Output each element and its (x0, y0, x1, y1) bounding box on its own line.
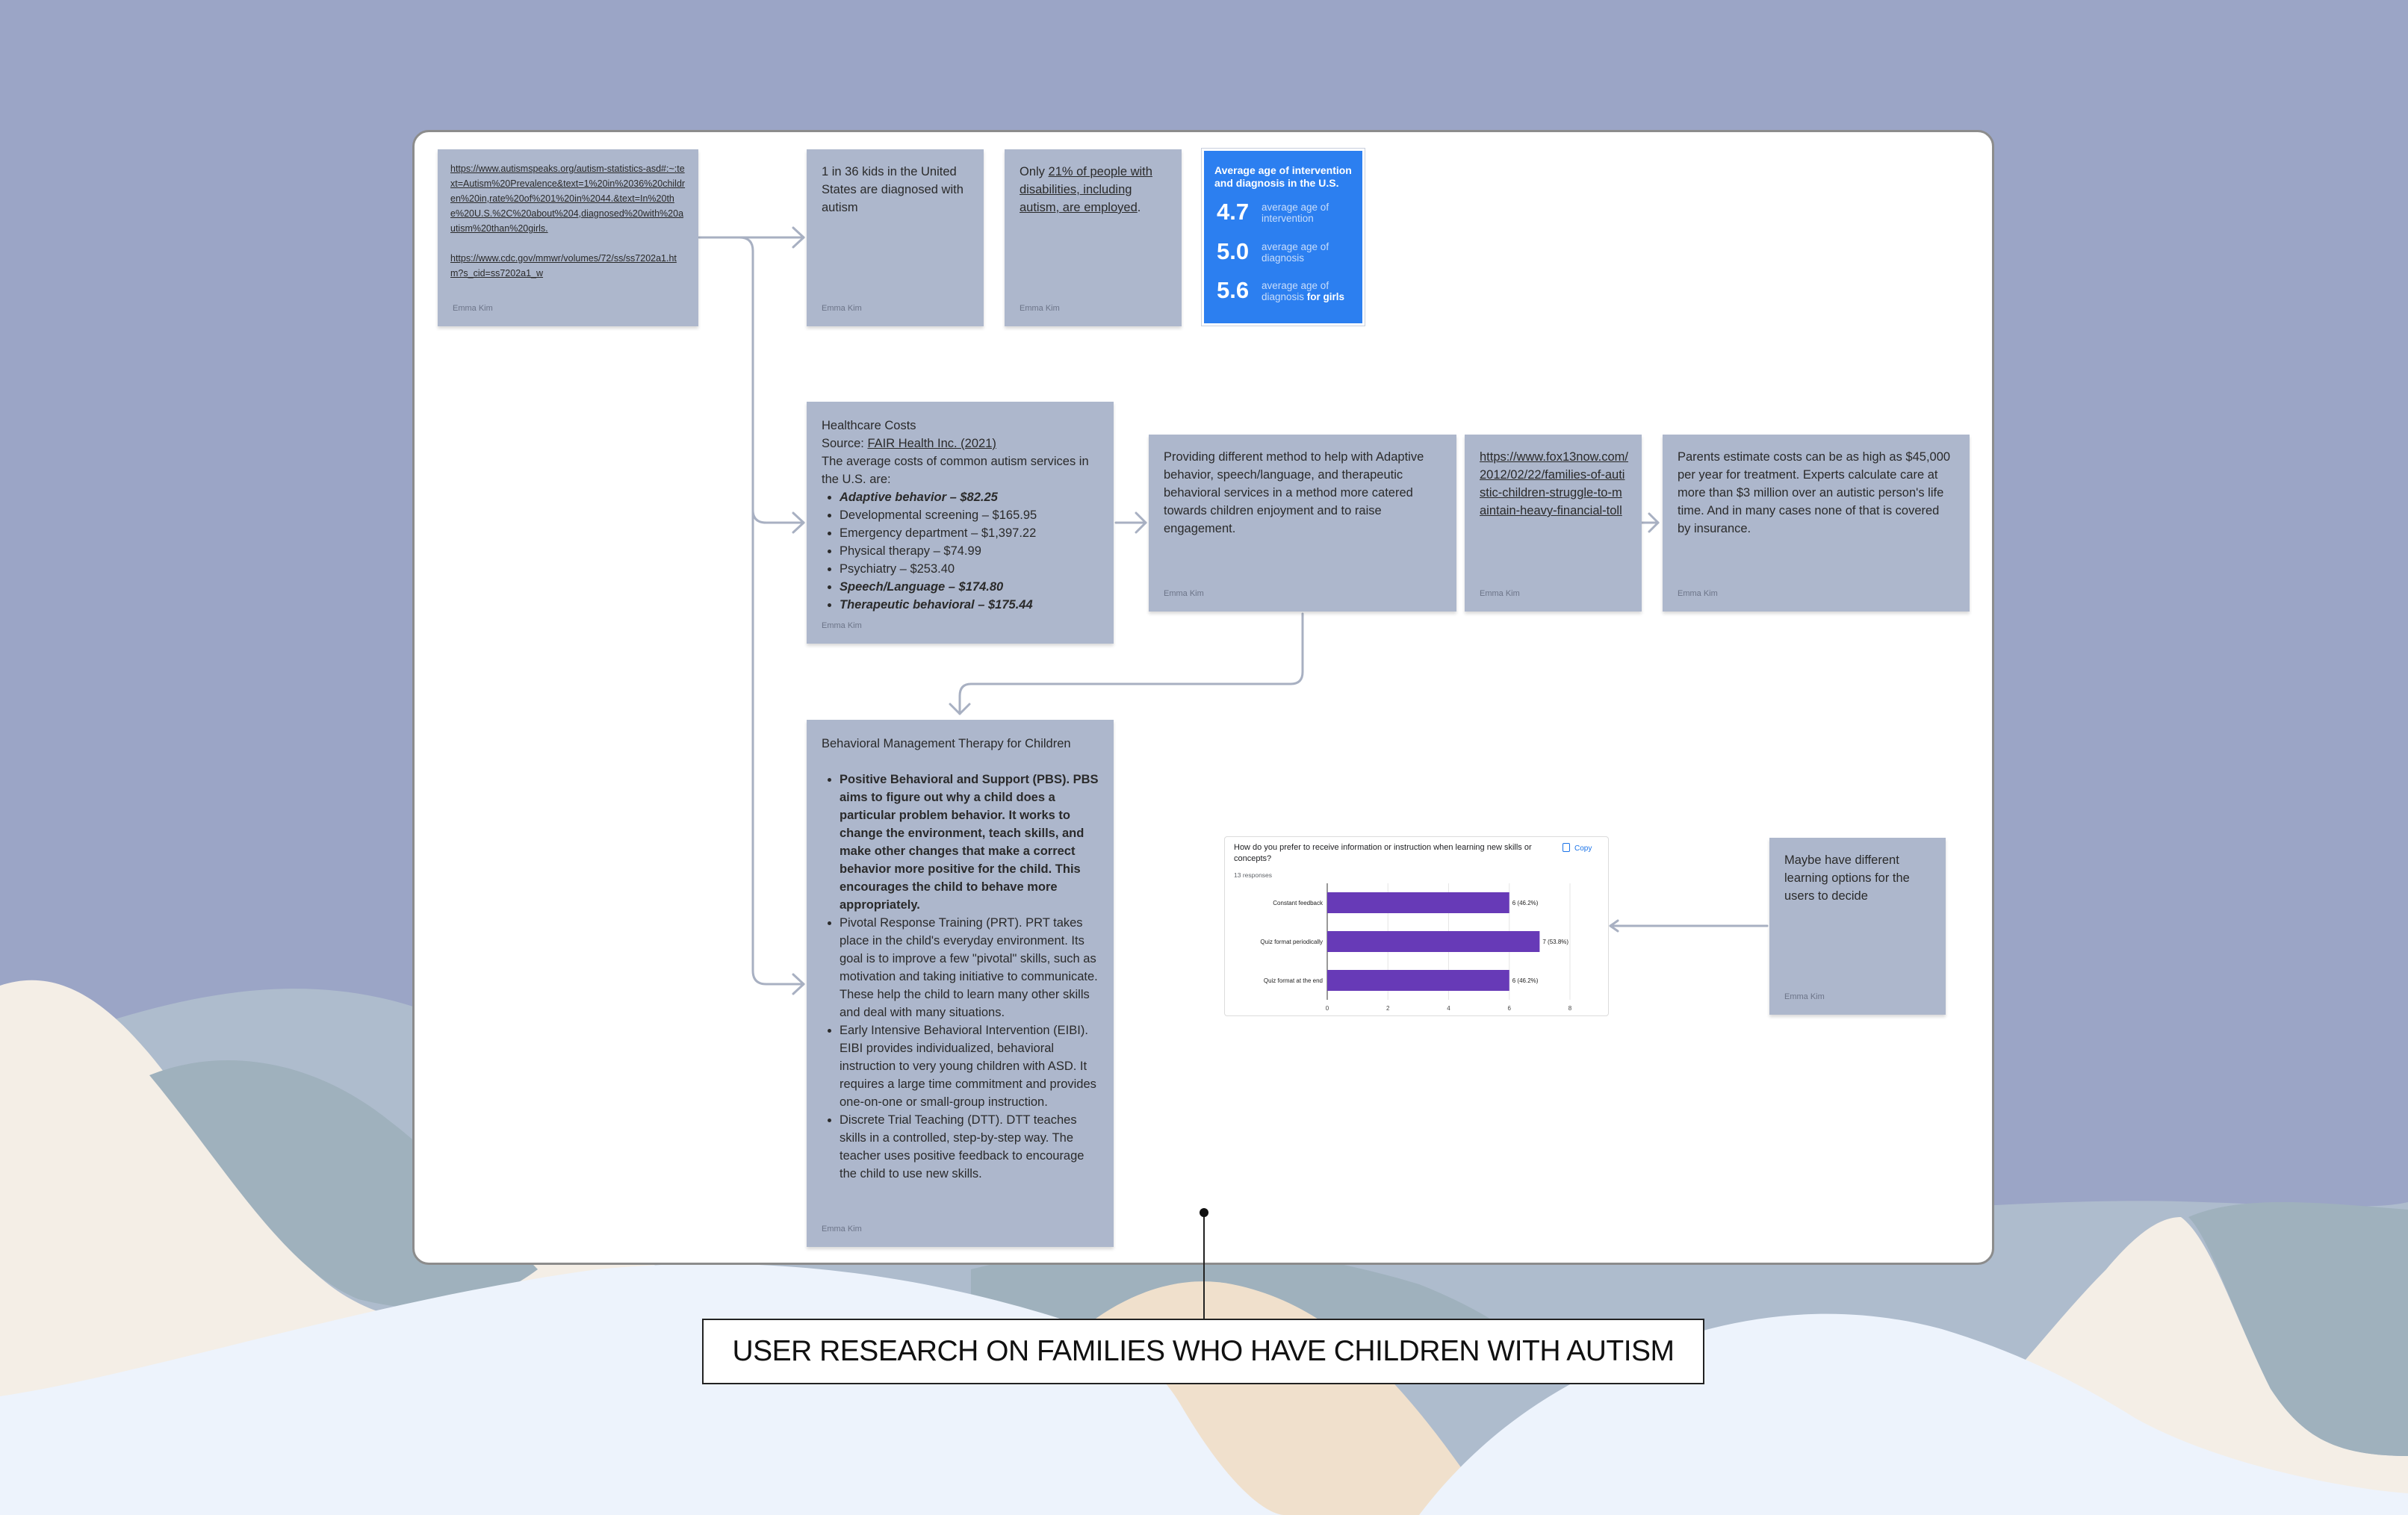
note-author: Emma Kim (1020, 304, 1060, 313)
list-item: Early Intensive Behavioral Intervention … (840, 1021, 1099, 1111)
bar (1327, 970, 1509, 991)
healthcare-title: Healthcare Costs (822, 417, 1099, 435)
therapy-title: Behavioral Management Therapy for Childr… (822, 735, 1099, 753)
note-methods[interactable]: Providing different method to help with … (1149, 435, 1456, 612)
healthcare-source: Source: FAIR Health Inc. (2021) (822, 435, 1099, 452)
page-caption: USER RESEARCH ON FAMILIES WHO HAVE CHILD… (702, 1319, 1704, 1384)
note-author: Emma Kim (822, 1225, 862, 1234)
stats-label: average age of diagnosis for girls (1262, 280, 1359, 302)
stats-title: Average age of intervention and diagnosi… (1214, 164, 1360, 190)
note-text: 1 in 36 kids in the United States are di… (822, 163, 969, 217)
data-label: 7 (53.8%) (1542, 939, 1568, 945)
note-sources[interactable]: https://www.autismspeaks.org/autism-stat… (438, 149, 698, 326)
data-label: 6 (46.2%) (1512, 900, 1539, 906)
stats-card[interactable]: Average age of intervention and diagnosi… (1202, 149, 1365, 326)
category-label: Constant feedback (1273, 900, 1324, 906)
stats-value: 5.0 (1217, 237, 1249, 267)
note-author: Emma Kim (822, 304, 862, 313)
x-tick-label: 2 (1386, 1005, 1390, 1012)
note-author: Emma Kim (1480, 589, 1520, 598)
stats-row: 5.6 average age of diagnosis for girls (1217, 276, 1362, 308)
note-author: Emma Kim (453, 304, 493, 313)
source-link-autismspeaks[interactable]: https://www.autismspeaks.org/autism-stat… (450, 161, 686, 236)
note-author: Emma Kim (1678, 589, 1718, 598)
note-healthcare-costs[interactable]: Healthcare Costs Source: FAIR Health Inc… (807, 402, 1114, 644)
note-text: Only 21% of people with disabilities, in… (1020, 163, 1167, 217)
note-parents-costs[interactable]: Parents estimate costs can be as high as… (1663, 435, 1970, 612)
survey-chart-card[interactable]: How do you prefer to receive information… (1224, 836, 1609, 1016)
stats-value: 5.6 (1217, 276, 1249, 305)
note-text: Parents estimate costs can be as high as… (1678, 448, 1955, 538)
list-item: Adaptive behavior – $82.25 (840, 488, 1099, 506)
list-item: Discrete Trial Teaching (DTT). DTT teach… (840, 1111, 1099, 1183)
list-item: Developmental screening – $165.95 (840, 506, 1099, 524)
note-behavioral-therapy[interactable]: Behavioral Management Therapy for Childr… (807, 720, 1114, 1247)
source-link-cdc[interactable]: https://www.cdc.gov/mmwr/volumes/72/ss/s… (450, 251, 686, 281)
data-label: 6 (46.2%) (1512, 977, 1539, 984)
note-author: Emma Kim (822, 621, 862, 630)
list-item: Emergency department – $1,397.22 (840, 524, 1099, 542)
x-tick-label: 4 (1447, 1005, 1450, 1012)
text-prefix: Only (1020, 165, 1049, 178)
fox13-link[interactable]: https://www.fox13now.com/2012/02/22/fami… (1480, 448, 1628, 520)
note-learning-options[interactable]: Maybe have different learning options fo… (1769, 838, 1946, 1015)
list-item: Positive Behavioral and Support (PBS). P… (840, 771, 1099, 914)
bar (1327, 892, 1509, 913)
list-item: Pivotal Response Training (PRT). PRT tak… (840, 914, 1099, 1021)
note-fox13-link[interactable]: https://www.fox13now.com/2012/02/22/fami… (1465, 435, 1642, 612)
stats-row: 5.0 average age of diagnosis (1217, 237, 1362, 270)
note-author: Emma Kim (1164, 589, 1204, 598)
category-label: Quiz format at the end (1264, 977, 1323, 984)
note-author: Emma Kim (1784, 992, 1825, 1001)
healthcare-cost-list: Adaptive behavior – $82.25 Developmental… (822, 488, 1099, 614)
healthcare-source-link[interactable]: FAIR Health Inc. (2021) (867, 437, 996, 450)
bar (1327, 931, 1539, 952)
text-suffix: . (1138, 201, 1141, 214)
list-item: Therapeutic behavioral – $175.44 (840, 596, 1099, 614)
note-text: Maybe have different learning options fo… (1784, 851, 1931, 905)
x-tick-label: 6 (1508, 1005, 1512, 1012)
x-tick-label: 0 (1326, 1005, 1329, 1012)
x-tick-label: 8 (1568, 1005, 1572, 1012)
note-prevalence[interactable]: 1 in 36 kids in the United States are di… (807, 149, 984, 326)
list-item: Speech/Language – $174.80 (840, 578, 1099, 596)
stats-label: average age of diagnosis (1262, 241, 1359, 264)
stats-row: 4.7 average age of intervention (1217, 197, 1362, 230)
survey-bar-chart: 0 2 4 6 8 Constant feedback 6 (46.2%) Quiz form… (1225, 837, 1610, 1017)
therapy-list: Positive Behavioral and Support (PBS). P… (822, 771, 1099, 1183)
stats-value: 4.7 (1217, 197, 1249, 227)
note-text: Providing different method to help with … (1164, 448, 1442, 538)
healthcare-intro: The average costs of common autism servi… (822, 452, 1099, 488)
list-item: Physical therapy – $74.99 (840, 542, 1099, 560)
list-item: Psychiatry – $253.40 (840, 560, 1099, 578)
note-employment[interactable]: Only 21% of people with disabilities, in… (1005, 149, 1182, 326)
category-label: Quiz format periodically (1260, 939, 1323, 945)
stats-label: average age of intervention (1262, 202, 1359, 224)
